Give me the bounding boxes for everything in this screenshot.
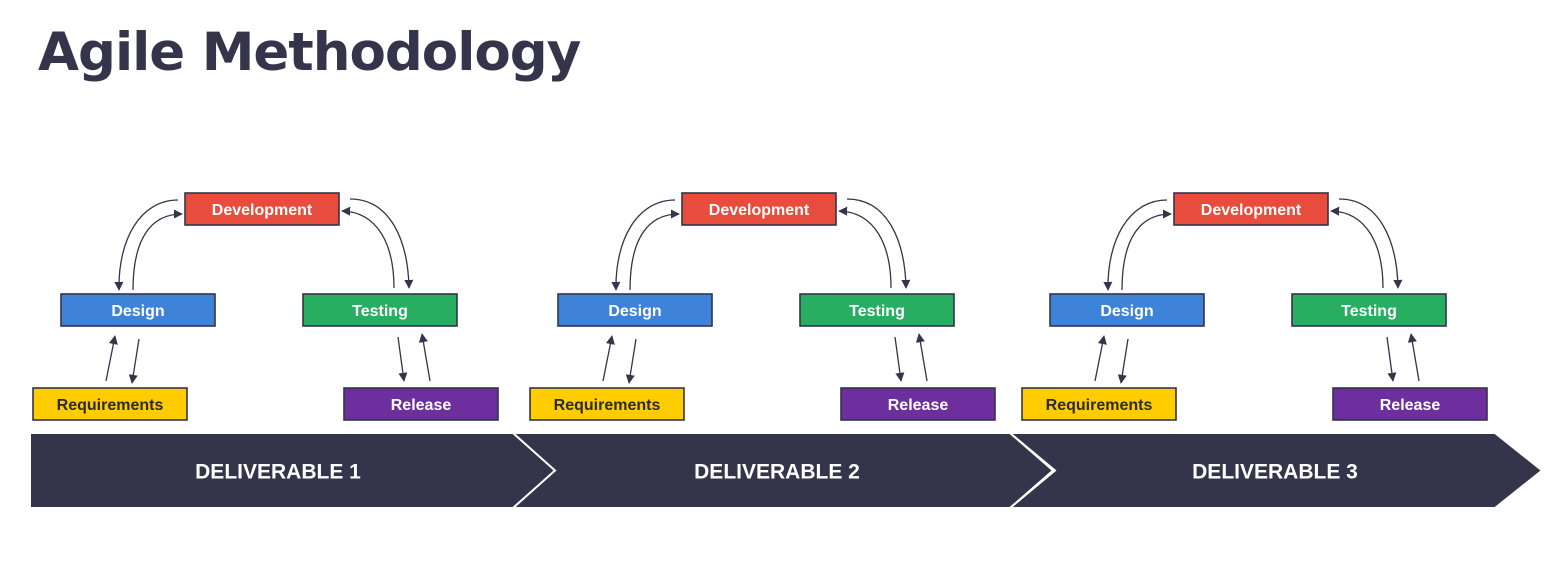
design-stage: Design [557, 293, 713, 327]
release-to-testing-arrow [1407, 333, 1420, 382]
requirements-stage-box [32, 387, 188, 421]
development-to-testing-arrow [1338, 198, 1403, 289]
release-stage-label: Release [888, 397, 949, 414]
design-stage-box [557, 293, 713, 327]
design-stage-label: Design [111, 303, 164, 320]
deliverable-chevron [1007, 432, 1544, 509]
development-to-testing-arrow [349, 198, 414, 289]
requirements-to-design-arrow [105, 335, 118, 382]
release-stage-box [840, 387, 996, 421]
requirements-stage-label: Requirements [1046, 397, 1153, 414]
design-to-development-arrow [1121, 209, 1172, 291]
design-stage-label: Design [608, 303, 661, 320]
development-stage-box [681, 192, 837, 226]
testing-stage-box [1291, 293, 1447, 327]
testing-stage: Testing [1291, 293, 1447, 327]
requirements-stage-box [529, 387, 685, 421]
release-stage-label: Release [391, 397, 452, 414]
deliverable-label: DELIVERABLE 3 [1192, 461, 1358, 484]
design-to-requirements-arrow [625, 338, 637, 384]
development-to-testing-arrow [846, 198, 911, 289]
testing-to-release-arrow [894, 336, 905, 382]
design-stage: Design [60, 293, 216, 327]
design-to-development-arrow [132, 209, 183, 291]
development-stage-label: Development [1201, 202, 1302, 219]
design-to-development-arrow [629, 209, 680, 291]
release-stage: Release [840, 387, 996, 421]
release-stage: Release [1332, 387, 1488, 421]
development-stage: Development [1173, 192, 1329, 226]
design-stage: Design [1049, 293, 1205, 327]
requirements-stage: Requirements [32, 387, 188, 421]
testing-to-development-arrow [341, 206, 395, 289]
deliverable-label: DELIVERABLE 2 [694, 461, 860, 484]
deliverable-label: DELIVERABLE 1 [195, 461, 361, 484]
testing-stage-label: Testing [1341, 303, 1397, 320]
development-stage: Development [681, 192, 837, 226]
release-to-testing-arrow [915, 333, 928, 382]
release-stage: Release [343, 387, 499, 421]
testing-to-development-arrow [1330, 206, 1384, 289]
deliverable-2: DELIVERABLE 2 [510, 432, 1055, 509]
requirements-stage-label: Requirements [57, 397, 164, 414]
testing-stage-box [302, 293, 458, 327]
requirements-stage: Requirements [529, 387, 685, 421]
design-stage-label: Design [1100, 303, 1153, 320]
testing-to-development-arrow [838, 206, 892, 289]
development-stage: Development [184, 192, 340, 226]
deliverable-1: DELIVERABLE 1 [29, 432, 558, 509]
design-stage-box [1049, 293, 1205, 327]
design-to-requirements-arrow [1117, 338, 1129, 384]
page-title: Agile Methodology [38, 22, 581, 83]
development-stage-box [1173, 192, 1329, 226]
development-to-design-arrow [611, 199, 676, 291]
development-stage-label: Development [212, 202, 313, 219]
development-stage-label: Development [709, 202, 810, 219]
development-to-design-arrow [1103, 199, 1168, 291]
requirements-to-design-arrow [602, 335, 615, 382]
development-to-design-arrow [114, 199, 179, 291]
requirements-stage-label: Requirements [554, 397, 661, 414]
testing-stage: Testing [302, 293, 458, 327]
release-stage-box [343, 387, 499, 421]
design-stage-box [60, 293, 216, 327]
testing-to-release-arrow [1386, 336, 1397, 382]
deliverable-3: DELIVERABLE 3 [1007, 432, 1544, 509]
design-to-requirements-arrow [128, 338, 140, 384]
requirements-stage-box [1021, 387, 1177, 421]
release-stage-label: Release [1380, 397, 1441, 414]
testing-to-release-arrow [397, 336, 408, 382]
testing-stage: Testing [799, 293, 955, 327]
testing-stage-label: Testing [849, 303, 905, 320]
requirements-stage: Requirements [1021, 387, 1177, 421]
release-to-testing-arrow [418, 333, 431, 382]
testing-stage-label: Testing [352, 303, 408, 320]
release-stage-box [1332, 387, 1488, 421]
development-stage-box [184, 192, 340, 226]
requirements-to-design-arrow [1094, 335, 1107, 382]
testing-stage-box [799, 293, 955, 327]
